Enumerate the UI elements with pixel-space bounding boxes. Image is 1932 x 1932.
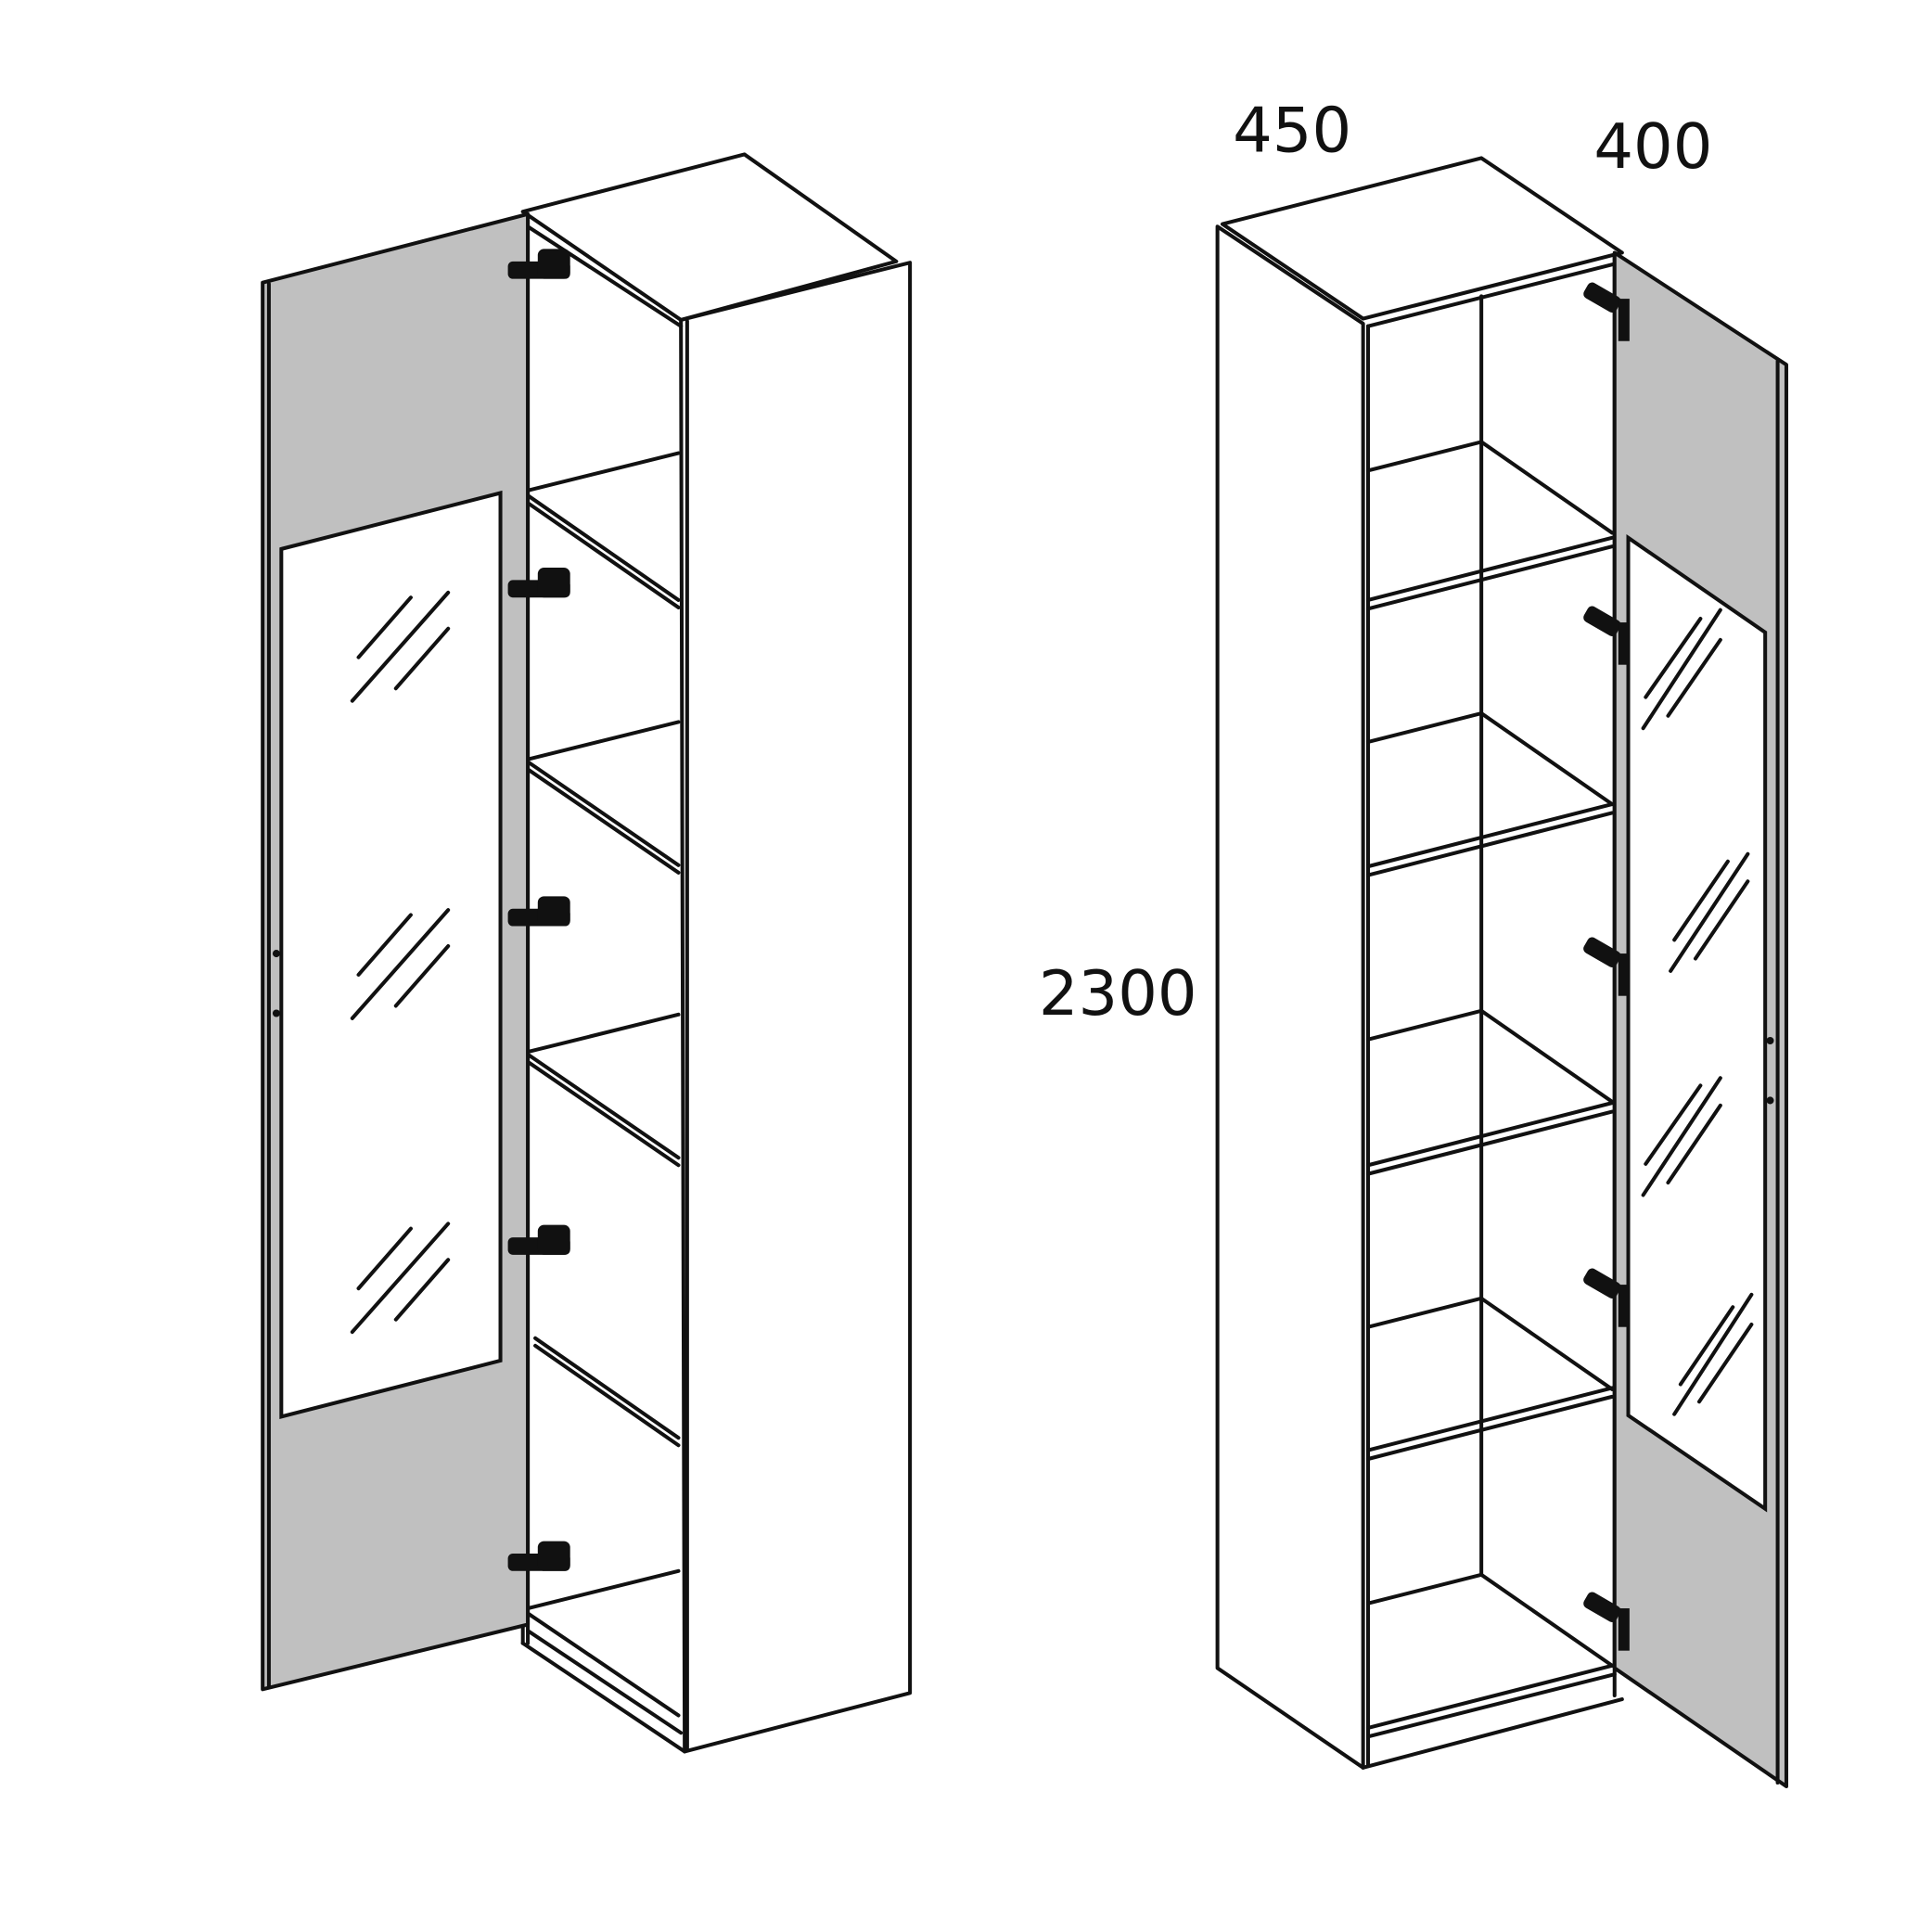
right-cabinet-top [1220,156,1624,321]
hinge-icon [1583,282,1630,341]
hinge-icon [507,568,570,598]
glass-reflection-lines [350,590,451,1335]
hinge-icon [507,1541,570,1571]
right-cabinet-side-panel [1215,224,1365,1770]
glass-reflection-lines [1641,608,1754,1416]
door-handle-dot [272,1009,280,1017]
left-cabinet-interior [520,215,687,1754]
hinge-icon [1583,1592,1630,1651]
right-cabinet-view [1215,156,1788,1788]
left-cabinet-view [261,152,913,1754]
door-handle-dot [272,950,280,958]
left-cabinet-side-panel [679,261,913,1754]
left-cabinet-top [520,152,899,322]
hinge-icon [507,1224,570,1255]
right-door-glass [1626,533,1768,1513]
hinge-icon [1583,1268,1630,1327]
height-dimension-label: 2300 [1039,957,1197,1030]
door-handle-dot [1766,1096,1774,1105]
door-handle-dot [1766,1037,1774,1045]
left-hinges [507,249,570,1571]
left-door-glass [279,490,503,1419]
hinge-icon [1583,606,1630,665]
hinge-icon [507,896,570,927]
width-dimension-label: 400 [1593,110,1712,183]
hinge-icon [507,249,570,279]
hinge-icon [1583,937,1630,996]
right-hinges [1583,282,1630,1651]
depth-dimension-label: 450 [1233,95,1351,167]
right-cabinet-interior [1361,254,1624,1770]
